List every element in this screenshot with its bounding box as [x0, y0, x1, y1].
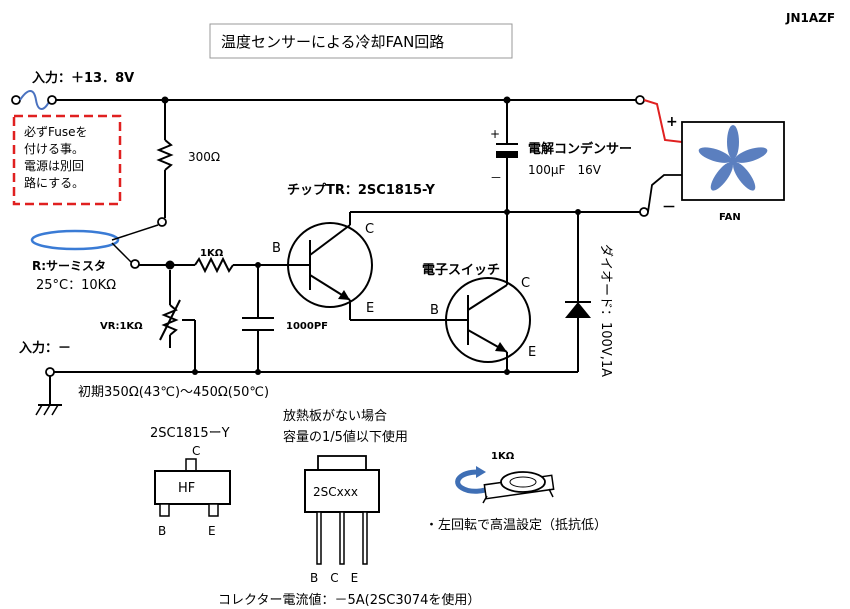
pkg1-title: 2SC1815ーY [150, 426, 230, 441]
fan-minus: － [662, 200, 676, 216]
trimmer-knob [500, 471, 546, 493]
fan-plus: + [666, 114, 678, 130]
fuse-note-box [12, 114, 122, 206]
tr1-pin-c: C [365, 222, 374, 237]
rotate-arrow-icon [455, 469, 494, 494]
collector-current-note: コレクター電流値：－5A(2SC3074を使用） [218, 592, 480, 608]
transistor-chip-tr [287, 222, 373, 308]
pkg2-note-line1: 放熱板がない場合 [283, 409, 387, 424]
tr2-pin-c: C [521, 276, 530, 291]
resistor-300 [156, 139, 174, 171]
fuse-terminal [47, 95, 57, 105]
title: 温度センサーによる冷却FAN回路 [221, 33, 444, 51]
pkg1-pin-b: B [158, 524, 166, 538]
pkg2-marking: 2SCxxx [313, 485, 358, 499]
fuse-note-line4: 路にする。 [24, 175, 84, 190]
vr-label: VR:1KΩ [100, 321, 143, 332]
fuse-note-line1: 必ずFuseを [24, 125, 88, 139]
input-minus-label: 入力：－ [19, 340, 71, 356]
rail-plus-end [635, 95, 645, 105]
fan-label: FAN [719, 212, 741, 223]
pkg1-pin-c: C [192, 444, 200, 458]
trimmer-label: 1KΩ [491, 451, 515, 462]
diode-label: ダイオード：100V,1A [598, 244, 613, 377]
electrolytic-label: 電解コンデンサー [528, 141, 632, 157]
fuse-note-line2: 付ける事。 [24, 142, 84, 156]
fuse-symbol [19, 90, 51, 110]
pkg1-body [154, 470, 231, 505]
cap-label: 1000PF [286, 321, 328, 332]
switch-label: 電子スイッチ [422, 263, 500, 278]
initial-note: 初期350Ω(43℃)～450Ω(50℃) [78, 385, 269, 400]
resistor-1k [194, 256, 234, 274]
tr2-pin-b: B [430, 303, 439, 318]
pkg2-body [304, 469, 380, 513]
title-box [209, 23, 513, 59]
fuse-note-line3: 電源は別回 [24, 159, 84, 173]
input-minus-terminal [45, 367, 55, 377]
fan-blade [698, 147, 732, 163]
chip-tr-label: チップTR：2SC1815-Y [287, 183, 435, 198]
pkg1-pin-e: E [208, 524, 216, 538]
trimmer-note: ・左回転で高温設定（抵抗低） [425, 517, 607, 533]
electrolytic-spec: 100µF 16V [528, 163, 602, 177]
tr1-pin-b: B [272, 241, 281, 256]
author: JN1AZF [785, 11, 835, 25]
fan-blade [734, 147, 768, 163]
transistor-switch [445, 277, 531, 363]
fan-blade [733, 162, 756, 191]
tr2-pin-e: E [528, 345, 536, 360]
r1k-label: 1KΩ [200, 248, 224, 259]
fan-lead-minus [647, 174, 682, 213]
fan-lead-plus [643, 99, 683, 143]
pkg2-pins: B C E [310, 571, 358, 585]
input-plus-label: 入力：＋13．8V [32, 70, 134, 86]
cap-minus-sign: － [490, 171, 502, 185]
cap-plus-sign: + [490, 127, 500, 141]
thermistor-label: R:サーミスタ [32, 259, 106, 273]
thermistor-spec: 25°C：10KΩ [36, 278, 116, 293]
pkg2-note-line2: 容量の1/5値以下使用 [283, 429, 408, 445]
pkg1-marking: HF [178, 481, 195, 496]
fan-blade [727, 125, 739, 159]
input-plus-terminal [11, 95, 21, 105]
pkg2-tab [317, 455, 367, 471]
r300-label: 300Ω [188, 150, 220, 164]
tr1-pin-e: E [366, 301, 374, 316]
thermistor-symbol [30, 229, 120, 251]
fan-blade [710, 162, 733, 191]
